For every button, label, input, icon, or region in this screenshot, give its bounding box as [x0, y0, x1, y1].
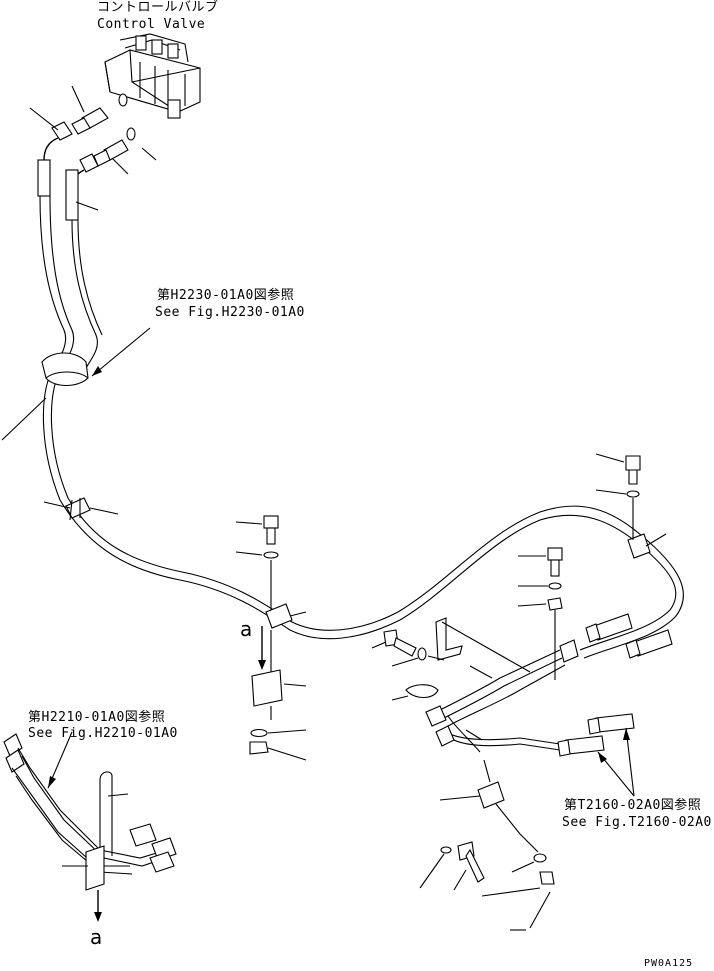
hose-fitting	[65, 153, 99, 221]
tube	[447, 664, 566, 727]
washer	[250, 728, 268, 738]
reference-label-en: See Fig.H2230-01A0	[155, 305, 305, 320]
nut	[249, 741, 269, 755]
washer	[417, 647, 427, 661]
reference-label-en: See Fig.T2160-02A0	[562, 815, 712, 830]
bracket	[477, 781, 505, 809]
reference-label-jp: 第H2230-01A0図参照	[157, 288, 295, 303]
hose-fitting	[587, 713, 635, 735]
bolt	[625, 455, 641, 485]
reference-label-jp: 第T2160-02A0図参照	[564, 798, 702, 813]
hose-fitting	[37, 121, 73, 197]
hose	[39, 195, 677, 651]
view-mark: a	[240, 617, 253, 641]
tube	[439, 649, 561, 711]
tube	[447, 715, 481, 753]
plate	[85, 845, 105, 891]
view-mark: a	[90, 925, 103, 949]
control-valve-label-en: Control Valve	[97, 17, 206, 32]
bolt	[457, 841, 485, 883]
nut	[539, 871, 555, 885]
hose-fitting	[557, 735, 605, 757]
hose-fitting	[585, 613, 633, 643]
o-ring	[126, 127, 136, 141]
hose-clamp	[265, 603, 293, 629]
hose	[71, 219, 98, 379]
bracket	[435, 617, 463, 661]
washer	[626, 490, 640, 498]
hose	[49, 195, 684, 659]
tube	[449, 737, 561, 751]
reference-label-jp: 第H2210-01A0図参照	[28, 710, 166, 725]
washer	[263, 551, 279, 559]
hose-clamp	[65, 497, 91, 521]
fitting	[435, 725, 455, 747]
fitting	[425, 705, 447, 727]
o-ring	[405, 684, 439, 699]
bolt	[383, 629, 417, 657]
hose-fitting	[625, 629, 673, 659]
tube	[443, 657, 563, 719]
bolt	[547, 547, 563, 577]
plate	[251, 669, 283, 707]
o-ring	[118, 93, 128, 107]
nut	[547, 597, 563, 611]
washer	[440, 846, 452, 854]
u-bolt	[99, 771, 113, 860]
tube-assembly	[3, 733, 177, 875]
adapter	[93, 139, 129, 167]
control-valve	[104, 33, 201, 119]
reference-label-en: See Fig.H2210-01A0	[28, 726, 178, 741]
bolt	[263, 515, 279, 545]
adapter	[71, 107, 109, 135]
fitting	[559, 639, 579, 663]
washer	[533, 853, 547, 863]
band-clamp	[41, 352, 89, 387]
hose	[77, 219, 103, 336]
figure-code: PW0A125	[644, 958, 694, 969]
control-valve-label-jp: コントロールバルブ	[97, 0, 219, 15]
washer	[548, 582, 562, 590]
